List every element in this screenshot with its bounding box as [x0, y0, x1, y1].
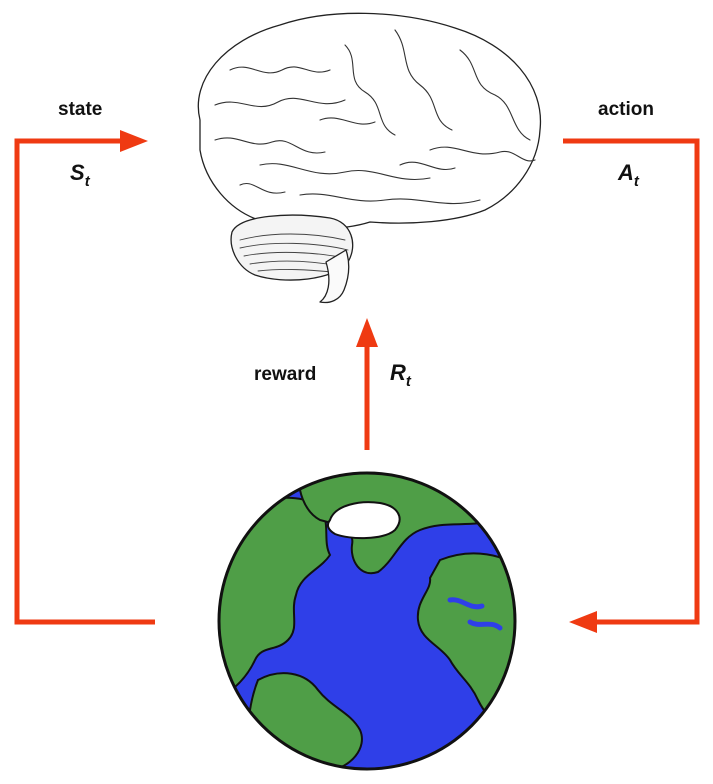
- state-arrow: [14, 130, 155, 625]
- reward-symbol: Rt: [390, 360, 412, 390]
- state-symbol-letter: S: [70, 160, 85, 185]
- action-symbol-letter: A: [617, 160, 634, 185]
- brain-icon: [197, 12, 542, 304]
- action-arrow: [563, 138, 700, 633]
- reward-symbol-subscript: t: [406, 373, 412, 390]
- reward-symbol-letter: R: [390, 360, 406, 385]
- action-symbol: At: [617, 160, 640, 190]
- reward-label: reward: [254, 364, 316, 385]
- reward-arrow: [356, 318, 378, 450]
- action-symbol-subscript: t: [634, 173, 640, 190]
- state-symbol-subscript: t: [85, 173, 91, 190]
- action-label: action: [598, 99, 654, 120]
- state-symbol: St: [70, 160, 91, 190]
- state-label: state: [58, 99, 102, 120]
- earth-globe-icon: [217, 471, 517, 771]
